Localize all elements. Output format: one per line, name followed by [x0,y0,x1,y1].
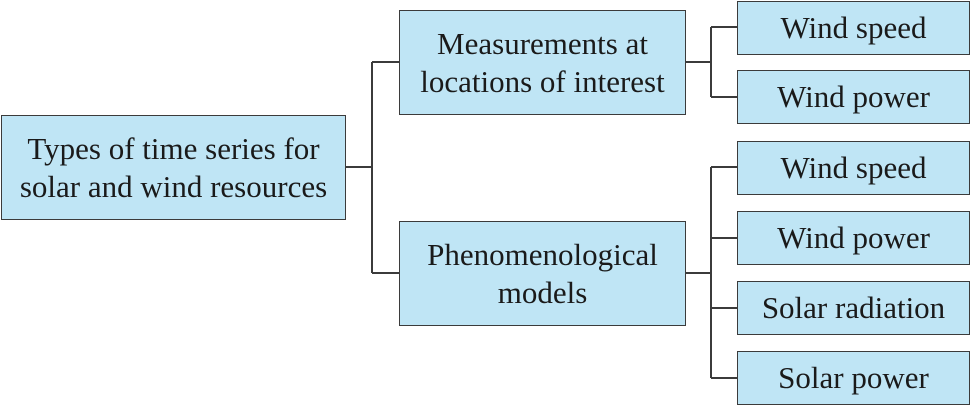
models-node-line-2: models [497,274,588,310]
measurements-node-line-1: Measurements at [437,25,648,61]
root-node-line-2: solar and wind resources [19,168,328,204]
root-node: Types of time series for solar and wind … [1,115,346,220]
measurements-leaf-wind-power: Wind power [737,70,970,124]
models-leaf-wind-speed: Wind speed [737,141,970,195]
measurements-node: Measurements at locations of interest [399,10,686,115]
models-node-line-1: Phenomenological [427,236,658,272]
models-leaf-wind-power: Wind power [737,211,970,265]
models-leaf-solar-radiation: Solar radiation [737,281,970,335]
measurements-node-line-2: locations of interest [420,63,665,99]
phenomenological-models-node: Phenomenological models [399,221,686,326]
root-node-line-1: Types of time series for [27,130,320,166]
measurements-leaf-wind-speed: Wind speed [737,1,970,55]
models-leaf-solar-power: Solar power [737,351,970,405]
